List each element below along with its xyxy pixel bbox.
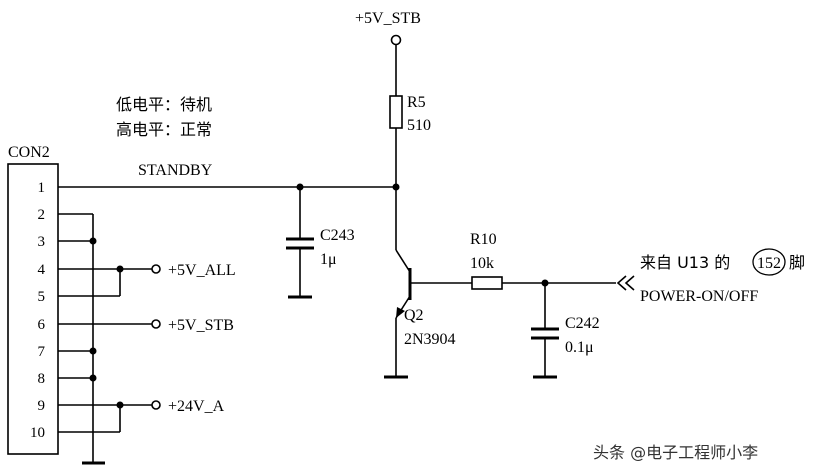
note-low-level: 低电平：待机: [116, 95, 212, 114]
r10-ref: R10: [470, 231, 497, 248]
net-label-power-on-off: POWER-ON/OFF: [640, 288, 758, 305]
note-high-level: 高电平：正常: [116, 120, 212, 139]
input-arrow-inner: [624, 275, 635, 291]
net-label-5v-stb-top: +5V_STB: [355, 10, 421, 27]
capacitor-c242: C242 0.1μ: [531, 279, 600, 379]
r5-value: 510: [407, 117, 431, 134]
net-label-5v-stb: +5V_STB: [168, 317, 234, 334]
capacitor-c243: C243 1μ: [286, 183, 355, 299]
connector-pin-6: 6: [38, 317, 46, 333]
r5-ref: R5: [407, 94, 426, 111]
connector-pin-1: 1: [38, 180, 46, 196]
junction-dot: [116, 401, 124, 409]
r10-value: 10k: [470, 255, 494, 272]
terminal-5v-stb: [151, 319, 161, 329]
connector-pin-3: 3: [38, 234, 46, 250]
c242-value: 0.1μ: [565, 339, 594, 356]
junction-dot: [89, 347, 97, 355]
connector-pin-10: 10: [30, 425, 45, 441]
connector-pin-2: 2: [38, 207, 46, 223]
r5-body: [389, 95, 403, 129]
net-label-5v-all: +5V_ALL: [168, 262, 236, 279]
q2-emitter-arrow: [396, 307, 405, 318]
c243-value: 1μ: [320, 251, 337, 268]
terminal-24v: [151, 400, 161, 410]
connector-name: CON2: [8, 144, 50, 161]
resistor-r10: R10 10k: [470, 231, 616, 290]
connector-pin-9: 9: [38, 398, 46, 414]
transistor-q2: Q2 2N3904: [384, 249, 472, 379]
connector-pin-5: 5: [38, 289, 46, 305]
connector-pin-7: 7: [38, 344, 46, 360]
source-pin-circle: [752, 248, 786, 276]
junction-dot: [392, 183, 400, 191]
connector-body: [7, 163, 59, 455]
q2-collector: [395, 249, 411, 273]
q2-value: 2N3904: [404, 331, 456, 348]
junction-dot: [116, 265, 124, 273]
source-pin-number: 152: [757, 255, 781, 272]
source-suffix: 脚: [789, 253, 805, 272]
connector-pin-4: 4: [38, 262, 46, 278]
resistor-r5: +5V_STB R5 510: [355, 10, 431, 250]
connector-pin-8: 8: [38, 371, 46, 387]
watermark-text: 头条 @电子工程师小李: [593, 443, 758, 462]
terminal-5v-stb-top: [390, 34, 402, 46]
q2-ref: Q2: [404, 307, 424, 324]
net-label-24v: +24V_A: [168, 398, 225, 415]
terminal-5v-all: [151, 264, 161, 274]
junction-dot: [89, 374, 97, 382]
source-prefix: 来自 U13 的: [640, 253, 730, 272]
connector-con2: CON2 1 2 3 4 5 6 7 8 9 10: [7, 144, 59, 455]
connector-pin-labels: 1 2 3 4 5 6 7 8 9 10: [30, 180, 46, 441]
net-label-standby: STANDBY: [138, 162, 213, 179]
input-arrow-outer: [616, 275, 627, 291]
junction-dot: [89, 237, 97, 245]
c243-ref: C243: [320, 227, 355, 244]
c242-ref: C242: [565, 315, 600, 332]
connector-wiring: [58, 186, 398, 465]
power-on-off-input: 来自 U13 的 152 脚 POWER-ON/OFF: [616, 248, 805, 305]
r10-body: [471, 276, 503, 290]
